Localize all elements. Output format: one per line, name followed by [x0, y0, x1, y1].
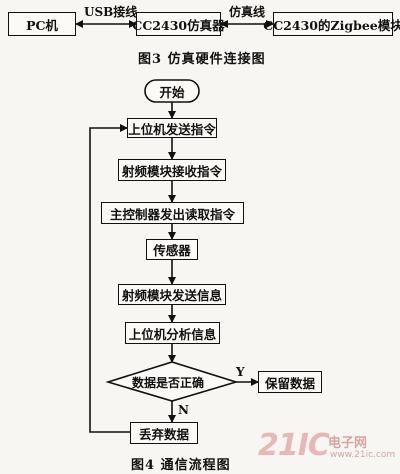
figure3-caption: 图3 仿真硬件连接图: [138, 52, 266, 67]
step-sensor: 传感器: [146, 239, 198, 260]
start-terminal-shape: [144, 79, 200, 103]
watermark-logo-text: 21IC: [258, 428, 330, 463]
figure4-caption: 图4 通信流程图: [131, 458, 231, 473]
pc-box: PC机: [8, 12, 76, 36]
zigbee-module-box: CC2430的Zigbee模块: [263, 12, 400, 36]
yes-label: Y: [236, 365, 245, 379]
emulator-line-label: 仿真线: [229, 5, 266, 19]
watermark-brand-text: 电子网: [328, 436, 368, 451]
step-rf-receive-command: 射频模块接收指令: [118, 159, 226, 181]
step-controller-read: 主控制器发出读取指令: [101, 202, 244, 224]
usb-label: USB接线: [84, 5, 138, 19]
watermark-logo: 21IC 电子网 www.21ic.com: [258, 428, 398, 468]
step-pc-send-command: 上位机发送指令: [127, 118, 217, 138]
discard-data-box: 丢弃数据: [130, 422, 198, 444]
loop-back-line: [89, 124, 130, 433]
step-pc-analyze-info: 上位机分析信息: [125, 322, 220, 344]
start-terminal: 开始: [159, 84, 185, 100]
watermark-url: www.21ic.com: [330, 450, 396, 460]
emulator-box: CC2430仿真器: [132, 12, 225, 36]
keep-data-box: 保留数据: [258, 371, 322, 393]
no-label: N: [178, 403, 189, 417]
decision-diamond-shape: [105, 361, 239, 402]
step-rf-send-info: 射频模块发送信息: [118, 284, 226, 305]
decision-label: 数据是否正确: [132, 376, 205, 390]
